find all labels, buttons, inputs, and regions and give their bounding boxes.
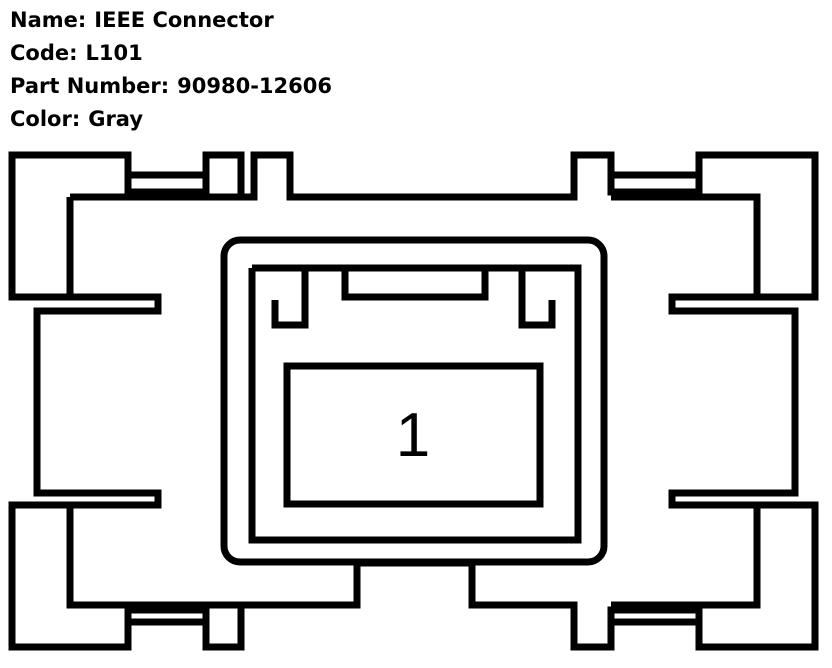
terminal-box-1 xyxy=(283,362,544,508)
color-row: Color: Gray xyxy=(10,103,332,136)
cavity-inner-outline xyxy=(248,264,582,544)
latch-tab-bottom-left xyxy=(124,606,210,622)
housing-inner-outline xyxy=(66,193,761,609)
latch-tab-top-right xyxy=(607,175,703,196)
code-row: Code: L101 xyxy=(10,37,332,70)
cavity-key-slot xyxy=(305,264,522,301)
latch-tab-bottom-right xyxy=(607,606,703,622)
name-row: Name: IEEE Connector xyxy=(10,4,332,37)
part-number-row: Part Number: 90980-12606 xyxy=(10,70,332,103)
name-value: IEEE Connector xyxy=(94,8,274,32)
color-label: Color: xyxy=(10,107,81,131)
code-label: Code: xyxy=(10,41,78,65)
latch-tab-top-left xyxy=(124,175,210,196)
part-number-value: 90980-12606 xyxy=(177,74,332,98)
code-value: L101 xyxy=(85,41,143,65)
color-value: Gray xyxy=(88,107,144,131)
housing-outline xyxy=(8,151,819,651)
connector-info: Name: IEEE Connector Code: L101 Part Numbe… xyxy=(10,4,332,136)
cavity-outer xyxy=(220,236,608,566)
name-label: Name: xyxy=(10,8,87,32)
part-number-label: Part Number: xyxy=(10,74,170,98)
pin-number-1: 1 xyxy=(396,401,430,470)
